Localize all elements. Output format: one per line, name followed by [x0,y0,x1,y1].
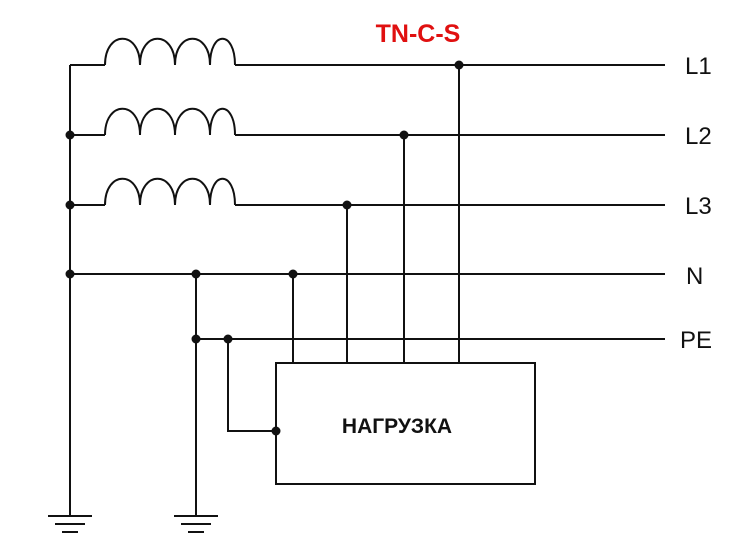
inductor-coil-icon [104,177,236,206]
junction-dot [399,130,409,140]
junction-dot [271,426,281,436]
junction-dot [65,269,75,279]
ground-icon [48,515,92,533]
conductor-l1: L1 [70,37,712,80]
junction-dot [65,130,75,140]
conductor-n: N [70,263,703,290]
conductor-l3: L3 [70,177,712,220]
ground-icon [174,515,218,533]
junction-dot [342,200,352,210]
diagram-title: TN-C-S [376,20,461,48]
label-l2: L2 [685,123,712,150]
label-l1: L1 [685,53,712,80]
junction-dot [454,60,464,70]
junction-dot [191,334,201,344]
junction-dot [223,334,233,344]
pe-to-load [227,339,276,432]
junction-dot [288,269,298,279]
junction-dot [65,200,75,210]
conductor-l2: L2 [70,107,712,150]
junction-dot [191,269,201,279]
junction-dots [65,60,464,436]
inductor-coil-icon [104,107,236,136]
load-label: НАГРУЗКА [342,415,452,438]
label-n: N [686,263,703,290]
label-l3: L3 [685,193,712,220]
label-pe: PE [680,327,712,354]
inductor-coil-icon [104,37,236,66]
conductor-pe: PE [196,327,712,354]
load-box [275,362,536,485]
